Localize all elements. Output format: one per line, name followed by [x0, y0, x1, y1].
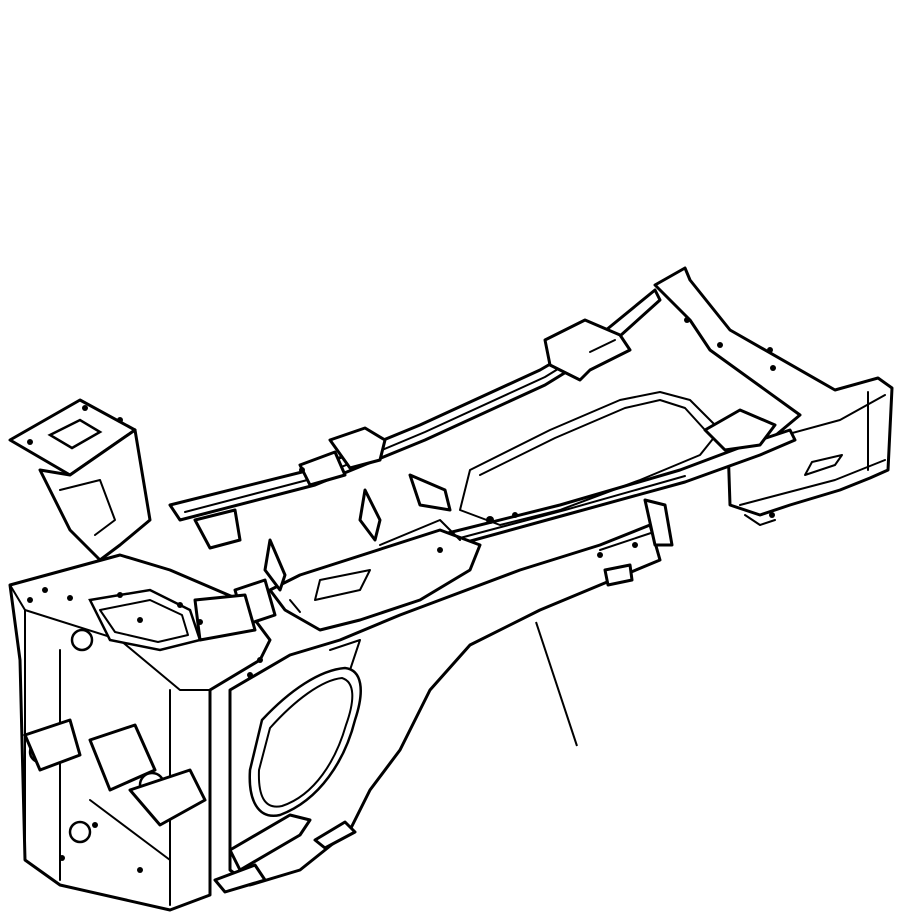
front-mounting-pad	[8, 398, 152, 562]
rear-cross-member	[653, 266, 894, 526]
callout-leader-line	[535, 621, 578, 747]
bolt-holes	[27, 317, 776, 873]
side-access-hole	[248, 666, 362, 818]
front-bracket-assembly	[23, 718, 207, 861]
lower-hook-brackets	[213, 813, 357, 894]
gusset-brackets	[193, 426, 674, 642]
center-cross-beam	[268, 519, 482, 632]
rear-right-pad	[703, 408, 777, 452]
inner-frame-loop	[459, 391, 721, 526]
rear-upper-bracket	[543, 318, 632, 382]
